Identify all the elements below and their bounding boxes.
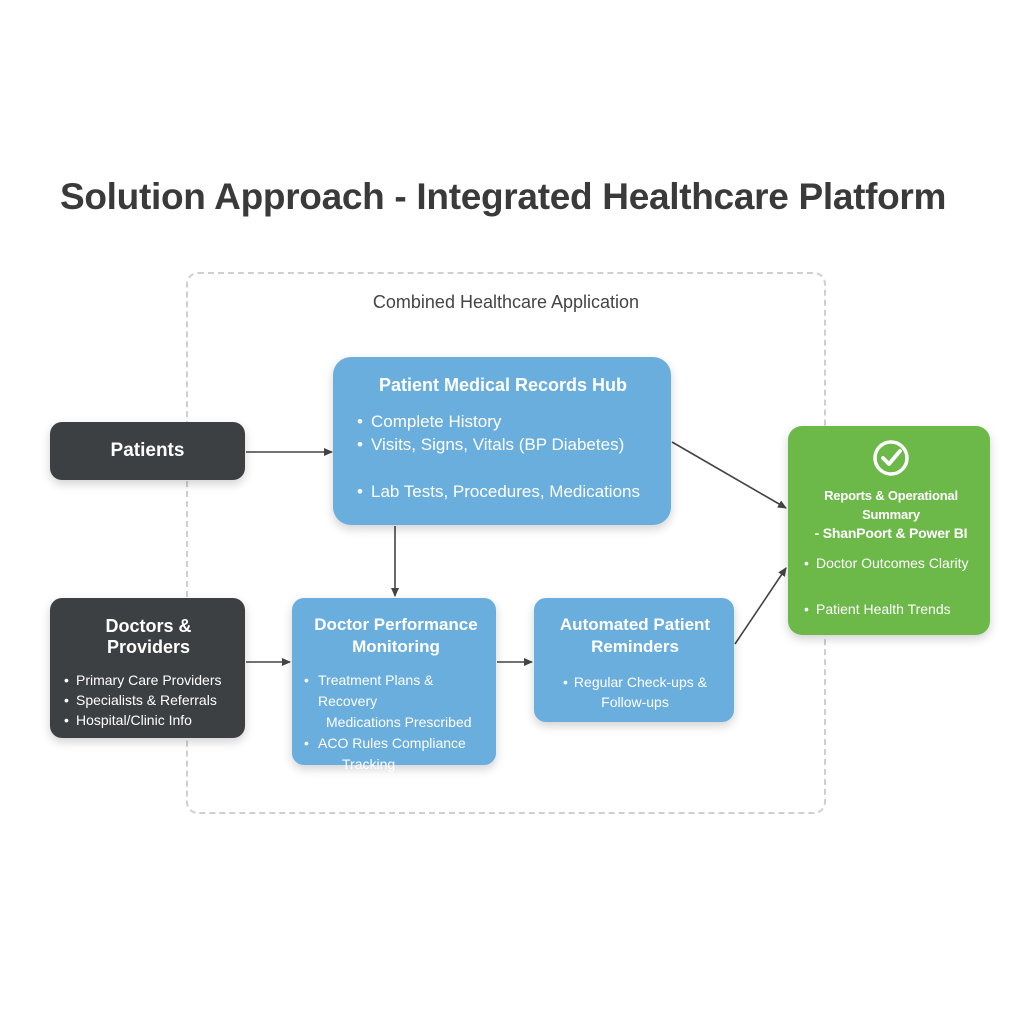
arrow-records-to-reports xyxy=(671,441,787,509)
list-item: Complete History xyxy=(355,410,651,433)
patients-label: Patients xyxy=(110,440,185,461)
doctors-providers-title: Doctors & Providers xyxy=(105,616,192,657)
records-hub-node: Patient Medical Records Hub Complete His… xyxy=(333,357,671,525)
doctors-providers-list: Primary Care Providers Specialists & Ref… xyxy=(62,670,235,730)
list-item-continuation: Medications Prescribed xyxy=(326,714,472,730)
patient-reminders-title: Automated Patient Reminders xyxy=(544,614,726,658)
list-item: Visits, Signs, Vitals (BP Diabetes) xyxy=(355,433,651,456)
performance-title-line-2: Monitoring xyxy=(352,637,440,656)
performance-monitoring-title: Doctor Performance Monitoring xyxy=(302,614,490,658)
arrow-reminders-to-reports xyxy=(734,567,787,645)
patients-node: Patients xyxy=(50,422,245,480)
records-hub-list: Complete History Visits, Signs, Vitals (… xyxy=(355,410,651,503)
reminders-title-line-1: Automated Patient xyxy=(559,615,711,634)
reports-summary-list: Doctor Outcomes Clarity Patient Health T… xyxy=(796,553,986,619)
doctors-providers-node: Doctors & Providers Primary Care Provide… xyxy=(50,598,245,738)
patient-reminders-list: Regular Check-ups & Follow-ups xyxy=(544,672,726,712)
reminders-title-line-2: Reminders xyxy=(591,637,679,656)
reports-summary-title: Reports & Operational Summary - ShanPoor… xyxy=(796,486,986,543)
reports-title-line-2: - ShanPoort & Power BI xyxy=(814,525,968,541)
records-hub-title: Patient Medical Records Hub xyxy=(378,375,628,395)
performance-title-line-1: Doctor Performance xyxy=(314,615,478,634)
list-item: Hospital/Clinic Info xyxy=(62,710,235,730)
page-title: Solution Approach - Integrated Healthcar… xyxy=(60,176,947,217)
list-item: Lab Tests, Procedures, Medications xyxy=(355,480,651,503)
list-item: ACO Rules Compliance xyxy=(302,733,490,754)
application-boundary-label: Combined Healthcare Application xyxy=(372,292,640,312)
performance-monitoring-list: Treatment Plans & Recovery Medications P… xyxy=(302,670,490,775)
list-item: Regular Check-ups & xyxy=(544,672,726,692)
check-circle-icon xyxy=(873,440,909,476)
list-item: Treatment Plans & Recovery xyxy=(302,670,490,712)
list-item-continuation: Tracking xyxy=(342,756,396,772)
list-item: Doctor Outcomes Clarity xyxy=(802,553,986,573)
performance-monitoring-node: Doctor Performance Monitoring Treatment … xyxy=(292,598,496,772)
reports-title-line-1: Reports & Operational Summary xyxy=(824,488,958,522)
list-item: Patient Health Trends xyxy=(802,599,986,619)
list-item: Specialists & Referrals xyxy=(62,690,235,710)
list-item: Primary Care Providers xyxy=(62,670,235,690)
list-item-continuation: Follow-ups xyxy=(601,694,669,710)
patient-reminders-node: Automated Patient Reminders Regular Chec… xyxy=(534,598,734,722)
reports-summary-node: Reports & Operational Summary - ShanPoor… xyxy=(788,426,990,635)
